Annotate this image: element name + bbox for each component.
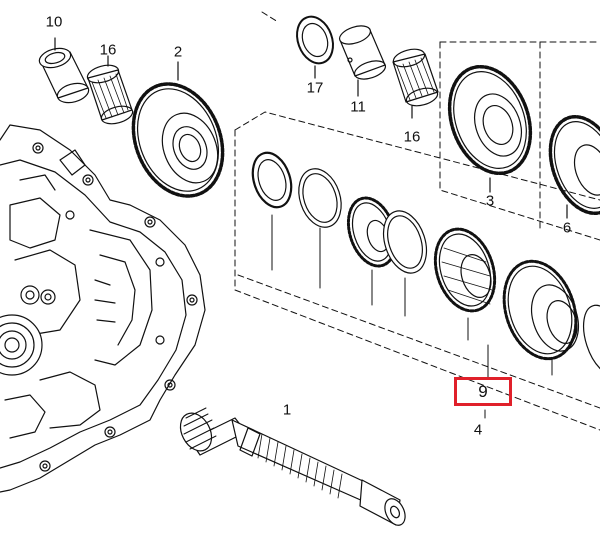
housing-bearing-bore: [0, 314, 43, 376]
needle-bearing-part-16-right: [392, 48, 439, 119]
leader-lines: [271, 214, 553, 379]
callout-part-4: 4: [473, 421, 483, 439]
bushing-part-10: [38, 37, 90, 104]
callout-part-16-right: 16: [403, 128, 421, 146]
ring-right-edge: [582, 304, 600, 376]
callout-part-11: 11: [350, 98, 366, 116]
housing-bolt-bosses: [32, 142, 198, 472]
callout-part-9: 9: [478, 381, 488, 401]
synchro-ring-part-17: [296, 15, 334, 79]
needle-bearing-part-16-left: [86, 55, 134, 125]
ring-b: [298, 168, 342, 228]
mainshaft-part: [179, 407, 406, 526]
sleeve-part-4: [502, 259, 580, 361]
collar-part-11: [338, 25, 387, 97]
gear-part-6: [548, 115, 600, 219]
synchro-ring-a: [251, 151, 293, 209]
upper-group-outline: [261, 11, 600, 241]
hub-part-9: [433, 227, 497, 313]
callout-part-3: 3: [485, 192, 495, 210]
callout-part-1: 1: [282, 401, 292, 419]
middle-group-outline: [234, 111, 600, 431]
gear-part-3: [447, 64, 533, 193]
callout-part-16-left: 16: [99, 41, 117, 59]
gear-part-2: [131, 61, 225, 198]
highlight-box-part-9: 9: [454, 377, 512, 406]
synchro-ring-c: [346, 196, 398, 268]
callout-part-6: 6: [562, 219, 572, 237]
ring-d: [382, 210, 428, 274]
callout-part-17: 17: [306, 79, 324, 97]
callout-part-10: 10: [45, 13, 63, 31]
callout-part-2: 2: [173, 43, 183, 61]
transmission-housing: [0, 124, 206, 493]
